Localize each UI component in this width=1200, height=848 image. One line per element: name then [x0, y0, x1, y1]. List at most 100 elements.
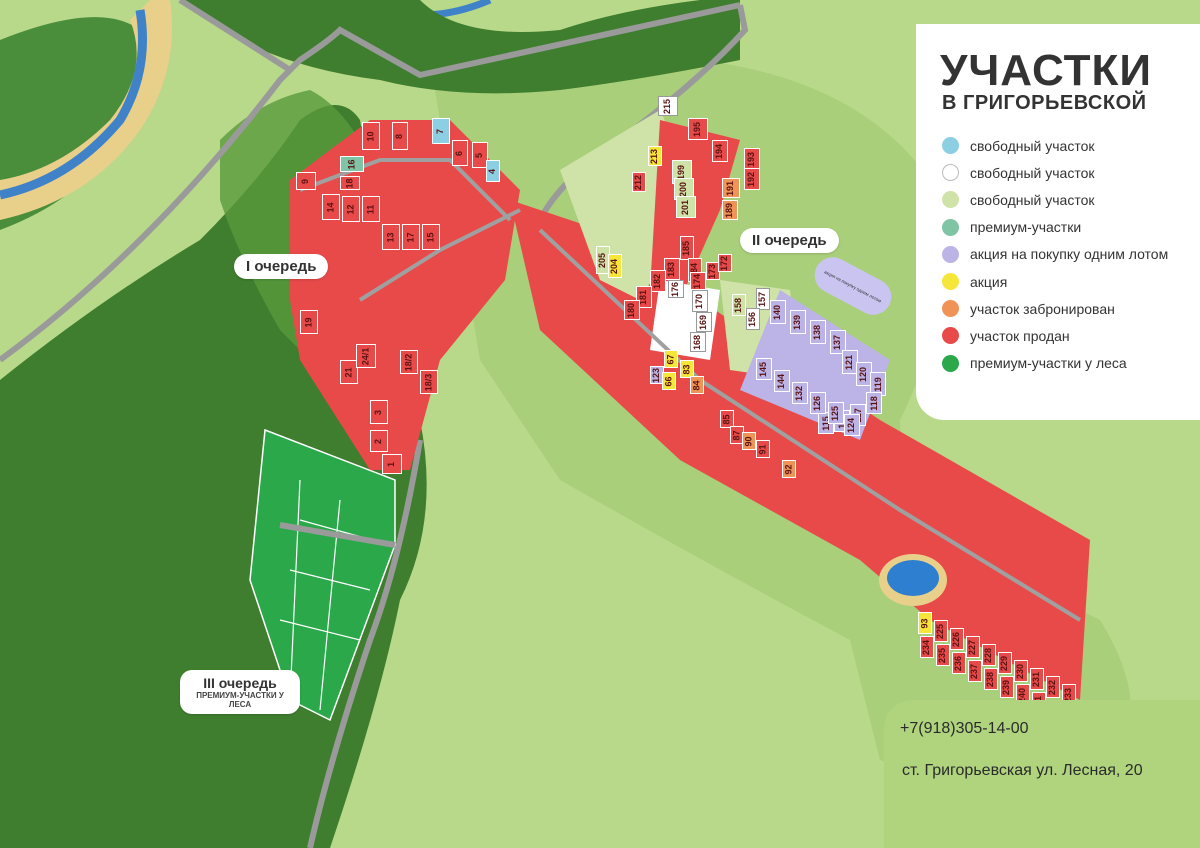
plot-180[interactable]: 180	[624, 300, 640, 320]
plot-number: 3	[373, 409, 384, 415]
plot-145[interactable]: 145	[756, 358, 772, 380]
plot-204[interactable]: 204	[608, 254, 622, 278]
plot-18-3[interactable]: 18/3	[420, 370, 438, 394]
plot-number: 6	[454, 150, 465, 156]
plot-169[interactable]: 169	[696, 312, 712, 332]
plot-194[interactable]: 194	[712, 140, 728, 162]
plot-3[interactable]: 3	[370, 400, 388, 424]
plot-90[interactable]: 90	[742, 432, 756, 450]
plot-17[interactable]: 17	[402, 224, 420, 250]
map-title: УЧАСТКИ	[940, 46, 1153, 95]
plot-10[interactable]: 10	[362, 122, 380, 150]
plot-4[interactable]: 4	[486, 160, 500, 182]
plot-144[interactable]: 144	[774, 370, 790, 392]
plot-19[interactable]: 19	[300, 310, 318, 334]
plot-189[interactable]: 189	[722, 200, 738, 220]
plot-234[interactable]: 234	[920, 636, 934, 658]
plot-157[interactable]: 157	[756, 288, 770, 310]
plot-140[interactable]: 140	[770, 300, 786, 324]
plot-92[interactable]: 92	[782, 460, 796, 478]
plot-212[interactable]: 212	[632, 172, 646, 192]
plot-236[interactable]: 236	[952, 652, 966, 674]
plot-168[interactable]: 168	[690, 332, 706, 352]
plot-193[interactable]: 193	[744, 148, 760, 170]
plot-number: 183	[666, 261, 677, 277]
plot-201[interactable]: 201	[676, 196, 696, 218]
plot-132[interactable]: 132	[792, 382, 808, 404]
plot-5[interactable]: 5	[472, 142, 488, 168]
plot-93[interactable]: 93	[918, 612, 932, 634]
plot-213[interactable]: 213	[648, 146, 662, 166]
plot-192[interactable]: 192	[744, 168, 760, 190]
plot-number: 236	[953, 655, 964, 671]
plot-191[interactable]: 191	[722, 178, 740, 198]
plot-235[interactable]: 235	[936, 644, 950, 666]
plot-139[interactable]: 139	[790, 310, 806, 334]
plot-84[interactable]: 84	[690, 376, 704, 394]
legend-label: премиум-участки у леса	[970, 355, 1127, 372]
plot-21[interactable]: 21	[340, 360, 358, 384]
plot-237[interactable]: 237	[968, 660, 982, 682]
plot-231[interactable]: 231	[1030, 668, 1044, 690]
phone-number[interactable]: +7(918)305-14-00	[900, 720, 1029, 737]
plot-13[interactable]: 13	[382, 224, 400, 250]
plot-number: 182	[652, 273, 663, 289]
plot-number: 237	[969, 663, 980, 679]
plot-124[interactable]: 124	[844, 414, 860, 436]
plot-182[interactable]: 182	[650, 270, 666, 292]
plot-118[interactable]: 118	[866, 392, 882, 414]
plot-12[interactable]: 12	[342, 196, 360, 222]
plot-137[interactable]: 137	[830, 330, 846, 354]
plot-14[interactable]: 14	[322, 194, 340, 220]
plot-18-2[interactable]: 18/2	[400, 350, 418, 374]
plot-18[interactable]: 18	[340, 176, 360, 190]
plot-number: 18	[344, 177, 355, 189]
plot-156[interactable]: 156	[746, 308, 760, 330]
plot-6[interactable]: 6	[452, 140, 468, 166]
legend-swatch-icon	[942, 164, 959, 182]
plot-181[interactable]: 181	[636, 286, 652, 308]
legend-item: свободный участок	[942, 186, 1168, 213]
plot-91[interactable]: 91	[756, 440, 770, 458]
plot-11[interactable]: 11	[362, 196, 380, 222]
plot-215[interactable]: 215	[658, 96, 678, 116]
forest-top	[180, 0, 740, 94]
plot-number: 204	[609, 258, 620, 274]
plot-158[interactable]: 158	[732, 294, 746, 316]
plot-227[interactable]: 227	[966, 636, 980, 658]
plot-2[interactable]: 2	[370, 430, 388, 452]
plot-226[interactable]: 226	[950, 628, 964, 650]
plot-67[interactable]: 67	[664, 350, 678, 368]
plot-228[interactable]: 228	[982, 644, 996, 666]
plot-183[interactable]: 183	[664, 258, 680, 280]
plot-16[interactable]: 16	[340, 156, 364, 172]
plot-66[interactable]: 66	[662, 372, 676, 390]
plot-125[interactable]: 125	[828, 402, 844, 424]
plot-85[interactable]: 85	[720, 410, 734, 428]
plot-229[interactable]: 229	[998, 652, 1012, 674]
plot-126[interactable]: 126	[810, 392, 826, 414]
plot-172[interactable]: 172	[718, 254, 732, 272]
plot-239[interactable]: 239	[1000, 676, 1014, 698]
plot-138[interactable]: 138	[810, 320, 826, 344]
plot-8[interactable]: 8	[392, 122, 408, 150]
plot-number: 215	[662, 98, 673, 114]
plot-225[interactable]: 225	[934, 620, 948, 642]
plot-170[interactable]: 170	[692, 290, 708, 312]
plot-1[interactable]: 1	[382, 454, 402, 474]
plot-238[interactable]: 238	[984, 668, 998, 690]
plot-9[interactable]: 9	[296, 172, 316, 190]
plot-number: 201	[680, 199, 691, 215]
plot-83[interactable]: 83	[680, 360, 694, 378]
plot-7[interactable]: 7	[432, 118, 450, 144]
plot-230[interactable]: 230	[1014, 660, 1028, 682]
plot-15[interactable]: 15	[422, 224, 440, 250]
plot-174[interactable]: 174	[690, 272, 706, 290]
plot-232[interactable]: 232	[1046, 676, 1060, 698]
plot-24-1[interactable]: 24/1	[356, 344, 376, 368]
plot-number: 137	[832, 334, 843, 350]
plot-195[interactable]: 195	[688, 118, 708, 140]
road-south	[307, 439, 423, 848]
plot-176[interactable]: 176	[668, 280, 684, 298]
plot-185[interactable]: 185	[680, 236, 694, 260]
